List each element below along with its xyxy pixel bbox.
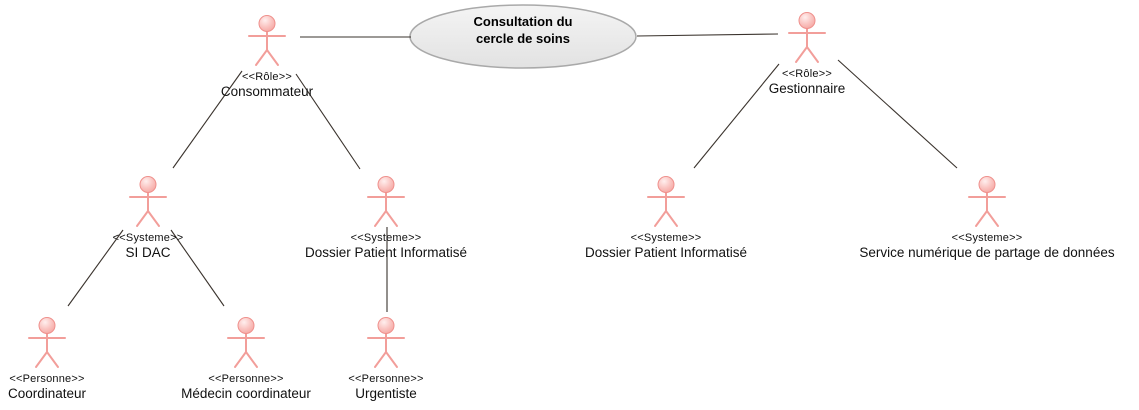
association-line-gestionnaire-service-numerique[interactable] (837, 59, 958, 169)
actor-figure-urgentiste[interactable] (367, 317, 405, 368)
association-line-use-case-gestionnaire[interactable] (636, 33, 779, 37)
actor-limb (654, 210, 667, 227)
actor-limb (234, 351, 247, 368)
actor-limb (385, 351, 398, 368)
actor-limb (806, 46, 819, 63)
actor-head (657, 176, 675, 193)
actor-head (978, 176, 996, 193)
actor-limb (374, 351, 387, 368)
actor-head (377, 176, 395, 193)
actor-head (38, 317, 56, 334)
actor-limb (975, 210, 988, 227)
actor-figure-dpi-droite[interactable] (647, 176, 685, 227)
actor-head (139, 176, 157, 193)
association-line-si-dac-coordinateur[interactable] (67, 229, 124, 307)
actor-figure-dpi-gauche[interactable] (367, 176, 405, 227)
use-case-ellipse[interactable] (409, 4, 637, 69)
actor-limb (986, 210, 999, 227)
actor-limb (136, 210, 149, 227)
actor-limb (374, 210, 387, 227)
association-line-si-dac-medecin-coordinateur[interactable] (170, 229, 225, 307)
actor-limb (795, 46, 808, 63)
association-line-consommateur-si-dac[interactable] (172, 70, 243, 169)
association-line-gestionnaire-dpi-droite[interactable] (693, 63, 780, 169)
actor-limb (245, 351, 258, 368)
actor-limb (46, 351, 59, 368)
actor-figure-gestionnaire[interactable] (788, 12, 826, 63)
actor-figure-medecin-coordinateur[interactable] (227, 317, 265, 368)
actor-limb (255, 49, 268, 66)
actor-limb (147, 210, 160, 227)
actor-head (798, 12, 816, 29)
actor-head (237, 317, 255, 334)
actor-head (258, 15, 276, 32)
actor-limb (266, 49, 279, 66)
actor-figure-si-dac[interactable] (129, 176, 167, 227)
association-line-consommateur-dpi-gauche[interactable] (295, 73, 361, 170)
actor-figure-consommateur[interactable] (248, 15, 286, 66)
actor-figure-service-numerique[interactable] (968, 176, 1006, 227)
actor-limb (35, 351, 48, 368)
actor-limb (385, 210, 398, 227)
actor-limb (665, 210, 678, 227)
actor-head (377, 317, 395, 334)
actor-figure-coordinateur[interactable] (28, 317, 66, 368)
